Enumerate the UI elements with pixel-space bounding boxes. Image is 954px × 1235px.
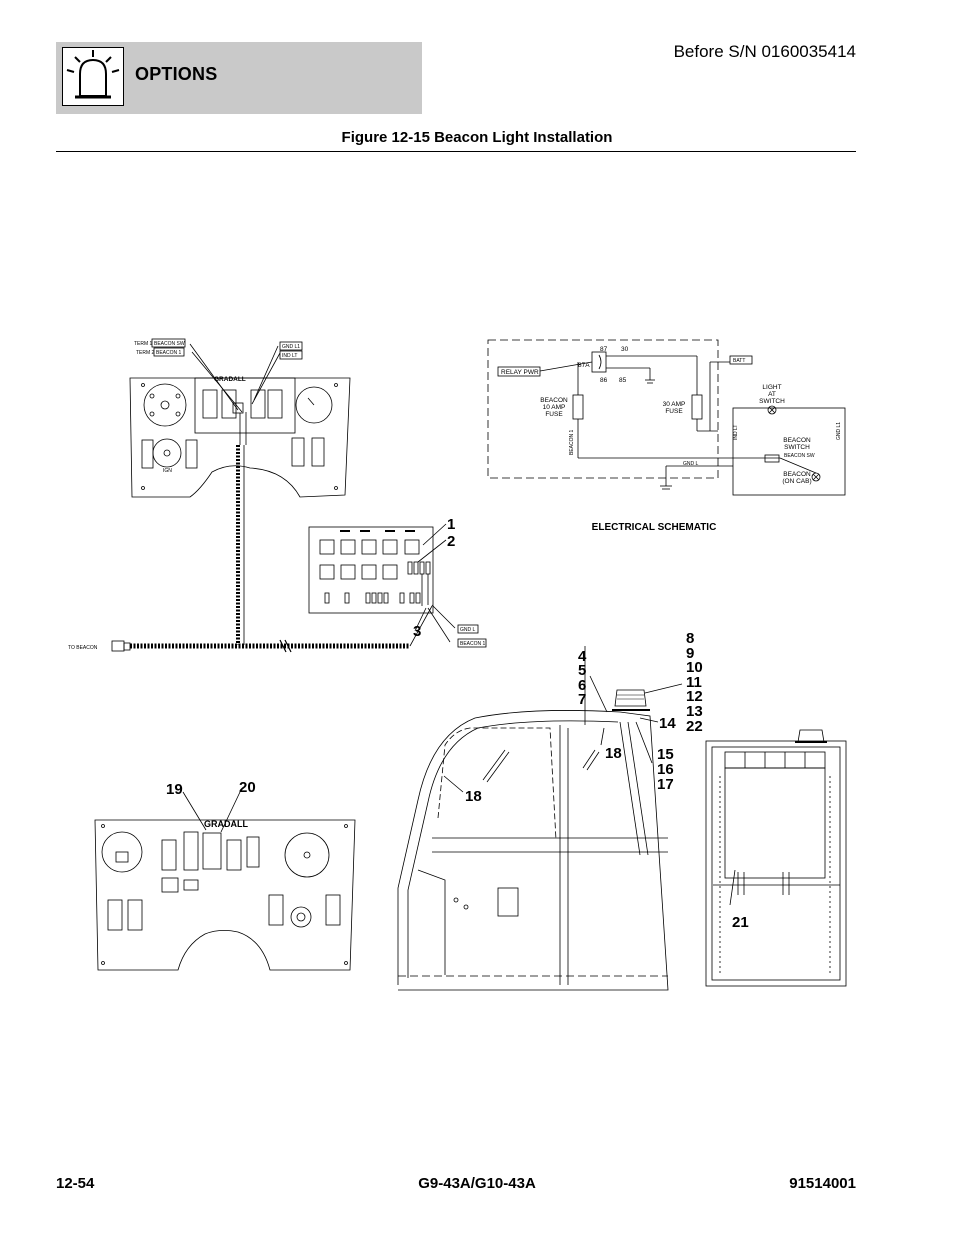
callout-18-lower: 18 [465,788,482,805]
serial-number-note: Before S/N 0160035414 [673,42,856,61]
callout-2: 2 [447,533,455,550]
beacon-1-schematic-label: BEACON 1 [569,429,575,455]
callout-7: 7 [578,691,586,708]
callout-5: 5 [578,662,586,679]
brand-logo-lower: GRADALL [204,819,248,829]
beacon-fuse-label-2: 10 AMP [543,404,566,411]
gnd-l1-schematic-label: GND L1 [836,422,842,440]
term2-label: TERM 2 [136,350,155,356]
callout-3: 3 [413,623,421,640]
callout-22: 22 [686,718,703,735]
gnd-l-schematic-label: GND L [683,461,699,467]
lower-dash-panel [94,819,356,971]
cab-side-view [397,689,669,991]
ind-lt-schematic-label: IND LT [733,425,739,440]
schematic-caption: ELECTRICAL SCHEMATIC [592,522,717,533]
beacon-fuse-label-1: BEACON [540,397,568,404]
ind-lt-label: IND LT [282,353,297,359]
relay-pin-86: 86 [600,377,608,384]
beacon-switch-label-1: BEACON [783,437,811,444]
callout-14: 14 [659,715,676,732]
callout-20: 20 [239,779,256,796]
callout-6: 6 [578,677,586,694]
callout-8: 8 [686,630,694,647]
header-rule [56,151,856,152]
light-switch-label-3: SWITCH [759,398,785,405]
section-title: OPTIONS [135,64,218,84]
amp30-fuse-label-1: 30 AMP [663,401,686,408]
light-switch-label-2: AT [768,391,776,398]
light-switch-label-1: LIGHT [762,384,781,391]
term1-label: TERM 1 [134,341,153,347]
relay-pin-87: 87 [600,346,608,353]
callout-10: 10 [686,659,703,676]
ign-label: IGN [163,468,172,474]
callout-19: 19 [166,781,183,798]
to-beacon-label: TO BEACON [68,645,98,651]
callout-9: 9 [686,645,694,662]
beacon-fuse-label-3: FUSE [545,411,563,418]
relay-pin-85: 85 [619,377,627,384]
callout-16: 16 [657,761,674,778]
beacon-light-icon [62,47,124,106]
document-number: 91514001 [789,1175,856,1192]
page-number: 12-54 [56,1175,95,1192]
callout-12: 12 [686,688,703,705]
electrical-schematic [487,339,846,496]
callout-13: 13 [686,703,703,720]
beacon-switch-label-2: SWITCH [784,444,810,451]
beacon-cab-label-1: BEACON [783,471,811,478]
gnd-l-label: GND L [460,627,476,633]
brand-logo-upper: GRADALL [214,376,246,383]
amp30-fuse-label-2: FUSE [665,408,683,415]
upper-dash-panel [129,377,351,498]
figure-title: Figure 12-15 Beacon Light Installation [341,129,613,146]
wiring-harness [111,343,433,653]
batt-label: BATT [733,358,745,364]
callout-15: 15 [657,746,674,763]
beacon-sw-schematic-label: BEACON SW [784,453,815,459]
callout-17: 17 [657,776,674,793]
callout-11: 11 [686,674,702,691]
gnd-l1-label: GND L1 [282,344,300,350]
callout-21: 21 [732,914,749,931]
beacon-1-label: BEACON 1 [156,350,182,356]
relay-pin-87a: 87A [578,362,590,369]
beacon-cab-label-2: (ON CAB) [782,478,811,485]
beacon-sw-label: BEACON SW [154,341,185,347]
model-number: G9-43A/G10-43A [418,1175,536,1192]
relay-pin-30: 30 [621,346,629,353]
relay-pwr-label: RELAY PWR [501,369,539,376]
callout-1: 1 [447,516,455,533]
relay-fuse-panel [308,526,456,643]
cab-front-view [705,729,847,987]
beacon-1-lower-label: BEACON 1 [460,641,486,647]
callout-4: 4 [578,648,587,665]
callout-18-upper: 18 [605,745,622,762]
